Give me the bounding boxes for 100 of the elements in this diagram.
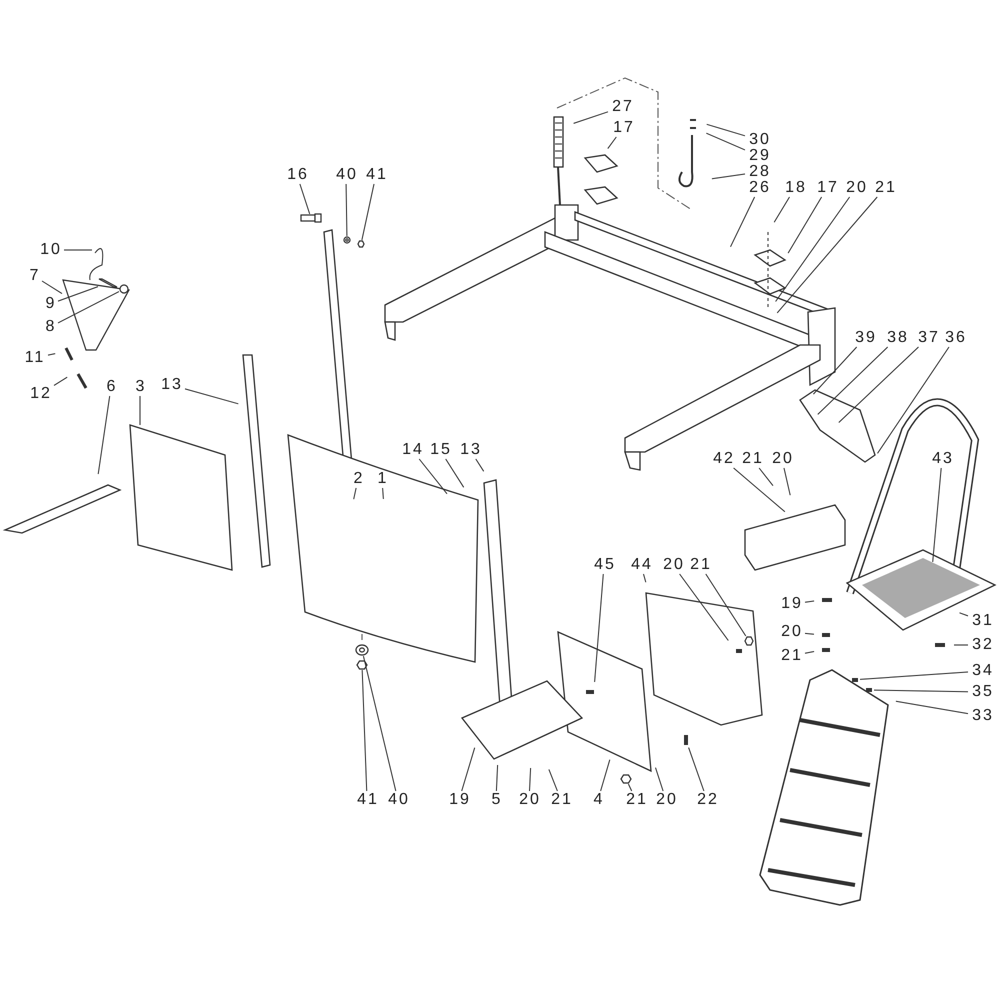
leader-line <box>361 184 374 240</box>
leader-line <box>758 468 774 486</box>
callout-number: 2 <box>352 471 364 487</box>
leader-line <box>382 488 384 500</box>
callout-number: 40 <box>334 167 358 183</box>
callout-number: 22 <box>695 792 719 808</box>
leader-line <box>475 458 484 472</box>
leader-line <box>98 396 110 475</box>
washer-drawing <box>355 644 369 656</box>
callout-number: 4 <box>592 792 604 808</box>
leader-line <box>184 388 239 404</box>
callout-number: 21 <box>624 792 648 808</box>
pin-drawing <box>119 284 129 294</box>
leader-line <box>548 768 558 792</box>
callout-number: 33 <box>970 708 994 724</box>
callout-number: 20 <box>654 792 678 808</box>
callout-number: 18 <box>783 180 807 196</box>
callout-number: 38 <box>885 330 909 346</box>
leader-line <box>529 768 532 792</box>
callout-number: 31 <box>970 613 994 629</box>
callout-number: 21 <box>740 451 764 467</box>
leader-line <box>730 196 756 248</box>
callout-number: 35 <box>970 684 994 700</box>
leader-line <box>496 764 498 792</box>
callout-number: 30 <box>747 132 771 148</box>
callout-number: 1 <box>376 471 388 487</box>
leader-line <box>461 747 476 792</box>
leader-line <box>48 353 56 356</box>
leader-line <box>860 672 968 680</box>
leader-line <box>362 656 396 792</box>
callout-number: 41 <box>364 167 388 183</box>
leader-line <box>418 458 448 494</box>
callout-number: 37 <box>916 330 940 346</box>
leader-line <box>600 759 610 792</box>
callout-number: 32 <box>970 637 994 653</box>
callout-number: 42 <box>711 451 735 467</box>
callout-number: 13 <box>458 442 482 458</box>
bolt-drawing <box>300 213 322 223</box>
leader-line <box>594 574 604 682</box>
leader-line <box>895 700 968 714</box>
callout-number: 39 <box>853 330 877 346</box>
leader-line <box>804 632 814 635</box>
leader-line <box>774 196 790 223</box>
callout-number: 7 <box>28 268 40 284</box>
callout-number: 10 <box>38 242 62 258</box>
callout-number: 21 <box>688 557 712 573</box>
leader-line <box>607 136 617 150</box>
leader-line <box>788 196 822 254</box>
leader-line <box>775 196 850 302</box>
callout-number: 36 <box>943 330 967 346</box>
callout-number: 16 <box>285 167 309 183</box>
callout-number: 34 <box>970 663 994 679</box>
callout-number: 45 <box>592 557 616 573</box>
callout-number: 17 <box>611 120 635 136</box>
leader-line <box>711 174 746 180</box>
callout-number: 21 <box>873 180 897 196</box>
leader-line <box>54 376 68 386</box>
callout-number: 15 <box>428 442 452 458</box>
leader-line <box>784 468 791 496</box>
callout-number: 20 <box>770 451 794 467</box>
plate-drawing <box>62 279 130 351</box>
leader-line <box>705 574 746 636</box>
nut-drawing <box>357 240 365 248</box>
leader-line <box>655 767 664 792</box>
leader-line <box>58 291 120 324</box>
leader-line <box>959 612 968 616</box>
callout-number: 43 <box>930 451 954 467</box>
leader-line <box>804 600 815 603</box>
callout-number: 28 <box>747 164 771 180</box>
callout-number: 40 <box>386 792 410 808</box>
leader-line <box>706 124 746 136</box>
leader-line <box>874 690 968 692</box>
callout-number: 17 <box>815 180 839 196</box>
callout-number: 9 <box>44 296 56 312</box>
leader-line <box>679 574 729 641</box>
leader-line <box>628 784 632 792</box>
callout-number: 3 <box>134 379 146 395</box>
callout-number: 5 <box>490 792 502 808</box>
leader-line <box>688 747 704 792</box>
callout-number: 27 <box>610 99 634 115</box>
leader-line <box>353 488 357 500</box>
callout-number: 20 <box>661 557 685 573</box>
leader-line <box>573 111 608 124</box>
callout-number: 21 <box>549 792 573 808</box>
callout-number: 20 <box>779 624 803 640</box>
leader-line <box>733 468 786 512</box>
leader-line <box>932 468 942 562</box>
leader-line <box>362 670 368 792</box>
leader-line <box>299 184 310 214</box>
leader-line <box>643 574 646 583</box>
leader-line <box>346 184 348 236</box>
leader-line <box>877 346 950 454</box>
callout-number: 29 <box>747 148 771 164</box>
callout-number: 13 <box>159 377 183 393</box>
callout-number: 41 <box>355 792 379 808</box>
leader-line <box>817 346 888 415</box>
leader-line <box>812 346 858 395</box>
callout-number: 6 <box>104 379 118 395</box>
leader-line <box>804 651 815 654</box>
washer-drawing <box>343 236 351 244</box>
